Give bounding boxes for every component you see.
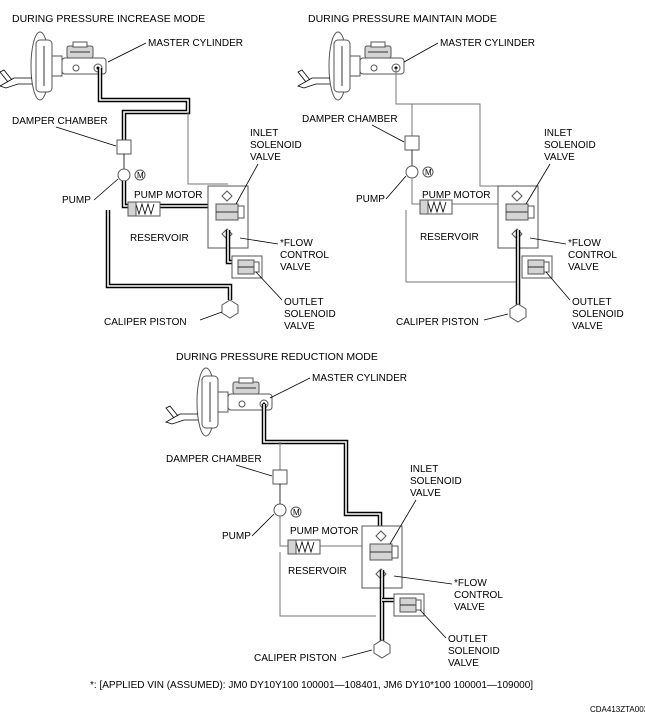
brake-line-active <box>97 68 191 140</box>
pump-symbol <box>273 503 287 517</box>
pump-motor-symbol <box>290 506 302 518</box>
label-outlet-1: OUTLET <box>448 634 487 645</box>
label-inlet-3: VALVE <box>250 152 281 163</box>
footnote: *: [APPLIED VIN (ASSUMED): JM0 DY10Y100 … <box>90 680 533 691</box>
label-outlet-2: SOLENOID <box>284 309 336 320</box>
panel-title: DURING PRESSURE INCREASE MODE <box>12 13 205 25</box>
damper-chamber <box>272 469 288 485</box>
label-damper-chamber: DAMPER CHAMBER <box>12 116 108 127</box>
label-flow-1: *FLOW <box>280 238 313 249</box>
label-pump-motor: PUMP MOTOR <box>422 190 491 201</box>
label-outlet-3: VALVE <box>572 321 603 332</box>
label-master-cylinder: MASTER CYLINDER <box>312 373 407 384</box>
label-master-cylinder: MASTER CYLINDER <box>440 38 535 49</box>
reservoir-symbol <box>419 199 453 215</box>
label-flow-3: VALVE <box>454 602 485 613</box>
label-flow-1: *FLOW <box>568 238 601 249</box>
label-outlet-1: OUTLET <box>572 297 611 308</box>
label-master-cylinder: MASTER CYLINDER <box>148 38 243 49</box>
label-inlet-1: INLET <box>410 464 438 475</box>
master-cylinder-assembly <box>0 31 107 101</box>
label-caliper-piston: CALIPER PISTON <box>104 317 187 328</box>
caliper-piston-symbol <box>221 299 239 319</box>
label-damper-chamber: DAMPER CHAMBER <box>302 114 398 125</box>
label-pump: PUMP <box>356 194 385 205</box>
label-caliper-piston: CALIPER PISTON <box>396 317 479 328</box>
label-outlet-3: VALVE <box>448 658 479 669</box>
panel-title: DURING PRESSURE REDUCTION MODE <box>176 351 378 363</box>
label-outlet-3: VALVE <box>284 321 315 332</box>
damper-chamber <box>116 139 132 155</box>
label-inlet-2: SOLENOID <box>410 476 462 487</box>
label-outlet-2: SOLENOID <box>448 646 500 657</box>
pump-symbol <box>405 165 419 179</box>
label-flow-2: CONTROL <box>454 590 503 601</box>
label-reservoir: RESERVOIR <box>288 566 347 577</box>
master-cylinder-assembly <box>165 367 273 437</box>
label-inlet-1: INLET <box>250 128 278 139</box>
reservoir-symbol <box>287 539 321 555</box>
label-flow-3: VALVE <box>568 262 599 273</box>
label-pump-motor: PUMP MOTOR <box>290 526 359 537</box>
reservoir-symbol <box>127 201 161 217</box>
outlet-solenoid-valve <box>521 255 553 279</box>
svg-text:M: M <box>137 171 144 180</box>
label-flow-3: VALVE <box>280 262 311 273</box>
figure-code: CDA413ZTA003 <box>590 705 645 714</box>
brake-line-idle <box>395 68 518 187</box>
label-inlet-2: SOLENOID <box>544 140 596 151</box>
label-outlet-1: OUTLET <box>284 297 323 308</box>
pump-motor-symbol <box>422 166 434 178</box>
label-inlet-3: VALVE <box>544 152 575 163</box>
pump-motor-symbol <box>134 169 146 181</box>
label-pump: PUMP <box>222 531 251 542</box>
label-reservoir: RESERVOIR <box>420 232 479 243</box>
outlet-solenoid-valve <box>231 255 263 279</box>
master-cylinder-assembly <box>297 31 405 101</box>
outlet-solenoid-valve <box>393 593 425 617</box>
caliper-piston-symbol <box>373 639 391 659</box>
svg-text:M: M <box>425 168 432 177</box>
panel-pressure-reduction: DURING PRESSURE REDUCTION MODE M MASTER … <box>165 351 503 669</box>
label-flow-1: *FLOW <box>454 578 487 589</box>
damper-chamber <box>404 135 420 151</box>
panel-pressure-increase: DURING PRESSURE INCREASE MODE M MASTER C… <box>0 13 336 332</box>
label-caliper-piston: CALIPER PISTON <box>254 653 337 664</box>
pump-symbol <box>117 168 131 182</box>
label-flow-2: CONTROL <box>568 250 617 261</box>
label-inlet-3: VALVE <box>410 488 441 499</box>
label-inlet-1: INLET <box>544 128 572 139</box>
label-pump-motor: PUMP MOTOR <box>134 190 203 201</box>
label-outlet-2: SOLENOID <box>572 309 624 320</box>
panel-title: DURING PRESSURE MAINTAIN MODE <box>308 13 497 25</box>
caliper-piston-symbol <box>509 303 527 323</box>
label-damper-chamber: DAMPER CHAMBER <box>166 454 262 465</box>
label-pump: PUMP <box>62 195 91 206</box>
svg-text:M: M <box>293 508 300 517</box>
label-reservoir: RESERVOIR <box>130 233 189 244</box>
panel-pressure-maintain: DURING PRESSURE MAINTAIN MODE M MASTER C… <box>297 13 624 332</box>
label-flow-2: CONTROL <box>280 250 329 261</box>
label-inlet-2: SOLENOID <box>250 140 302 151</box>
